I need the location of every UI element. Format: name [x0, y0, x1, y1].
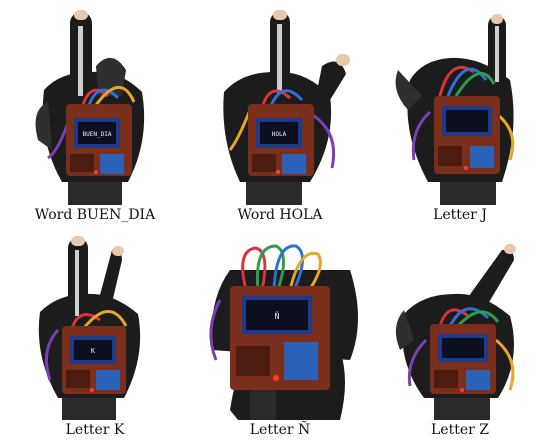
glove-photo: HOLA	[223, 10, 350, 205]
glove-photo: K	[38, 236, 141, 420]
glove-photo: Ñ	[209, 244, 358, 420]
caption-letter-z: Letter Z	[431, 422, 489, 438]
caption-letter-j: Letter J	[433, 207, 487, 223]
glove-photo	[395, 244, 516, 420]
panel-letter-z: Letter Z	[370, 230, 550, 446]
panel-letter-k: K Letter K	[0, 230, 190, 446]
caption-word-buen-dia: Word BUEN_DIA	[34, 207, 156, 223]
caption-letter-enie: Letter Ñ	[249, 422, 311, 438]
panel-letter-j: Letter J	[370, 0, 550, 230]
caption-letter-k: Letter K	[65, 422, 125, 438]
caption-word-hola: Word HOLA	[237, 207, 323, 223]
oled-text: K	[91, 347, 96, 355]
oled-text: Ñ	[275, 311, 280, 321]
glove-photo: BUEN_DIA	[35, 10, 145, 205]
panel-word-buen-dia: BUEN_DIA Word BUEN_DIA	[0, 0, 190, 230]
oled-text: HOLA	[272, 131, 287, 138]
oled-text: BUEN_DIA	[83, 131, 112, 138]
panel-letter-enie: Ñ Letter Ñ	[190, 230, 370, 446]
glove-photo	[395, 14, 515, 205]
panel-word-hola: HOLA Word HOLA	[190, 0, 370, 230]
